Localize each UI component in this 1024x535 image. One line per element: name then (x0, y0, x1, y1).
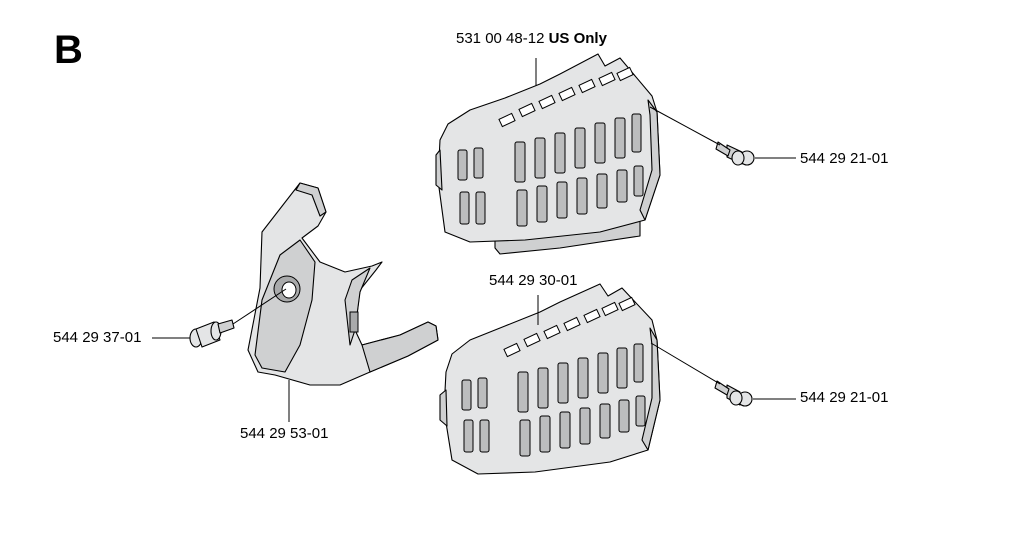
part-label-air-filter-cover: 544 29 30-01 (489, 272, 578, 289)
part-label-screw-top: 544 29 21-01 (800, 150, 889, 167)
part-note: US Only (548, 30, 607, 47)
section-letter: B (54, 28, 83, 72)
part-label-cylinder-cover: 544 29 53-01 (240, 425, 329, 442)
part-label-air-filter-cover-us: 531 00 48-12 US Only (456, 31, 607, 46)
leader-line-screw-top (649, 106, 721, 146)
leader-line-screw-left (232, 288, 287, 325)
part-number: 531 00 48-12 (456, 30, 545, 47)
part-label-screw-left: 544 29 37-01 (53, 329, 142, 346)
air-filter-cover-drawing (439, 283, 661, 475)
screw-left-drawing (189, 319, 235, 348)
screw-top-drawing (715, 141, 755, 166)
part-label-screw-bottom: 544 29 21-01 (800, 389, 889, 406)
leader-line-screw-bottom (650, 342, 721, 385)
air-filter-cover-us-drawing (435, 53, 661, 255)
screw-bottom-drawing (714, 380, 753, 407)
cylinder-cover-drawing (247, 182, 439, 386)
